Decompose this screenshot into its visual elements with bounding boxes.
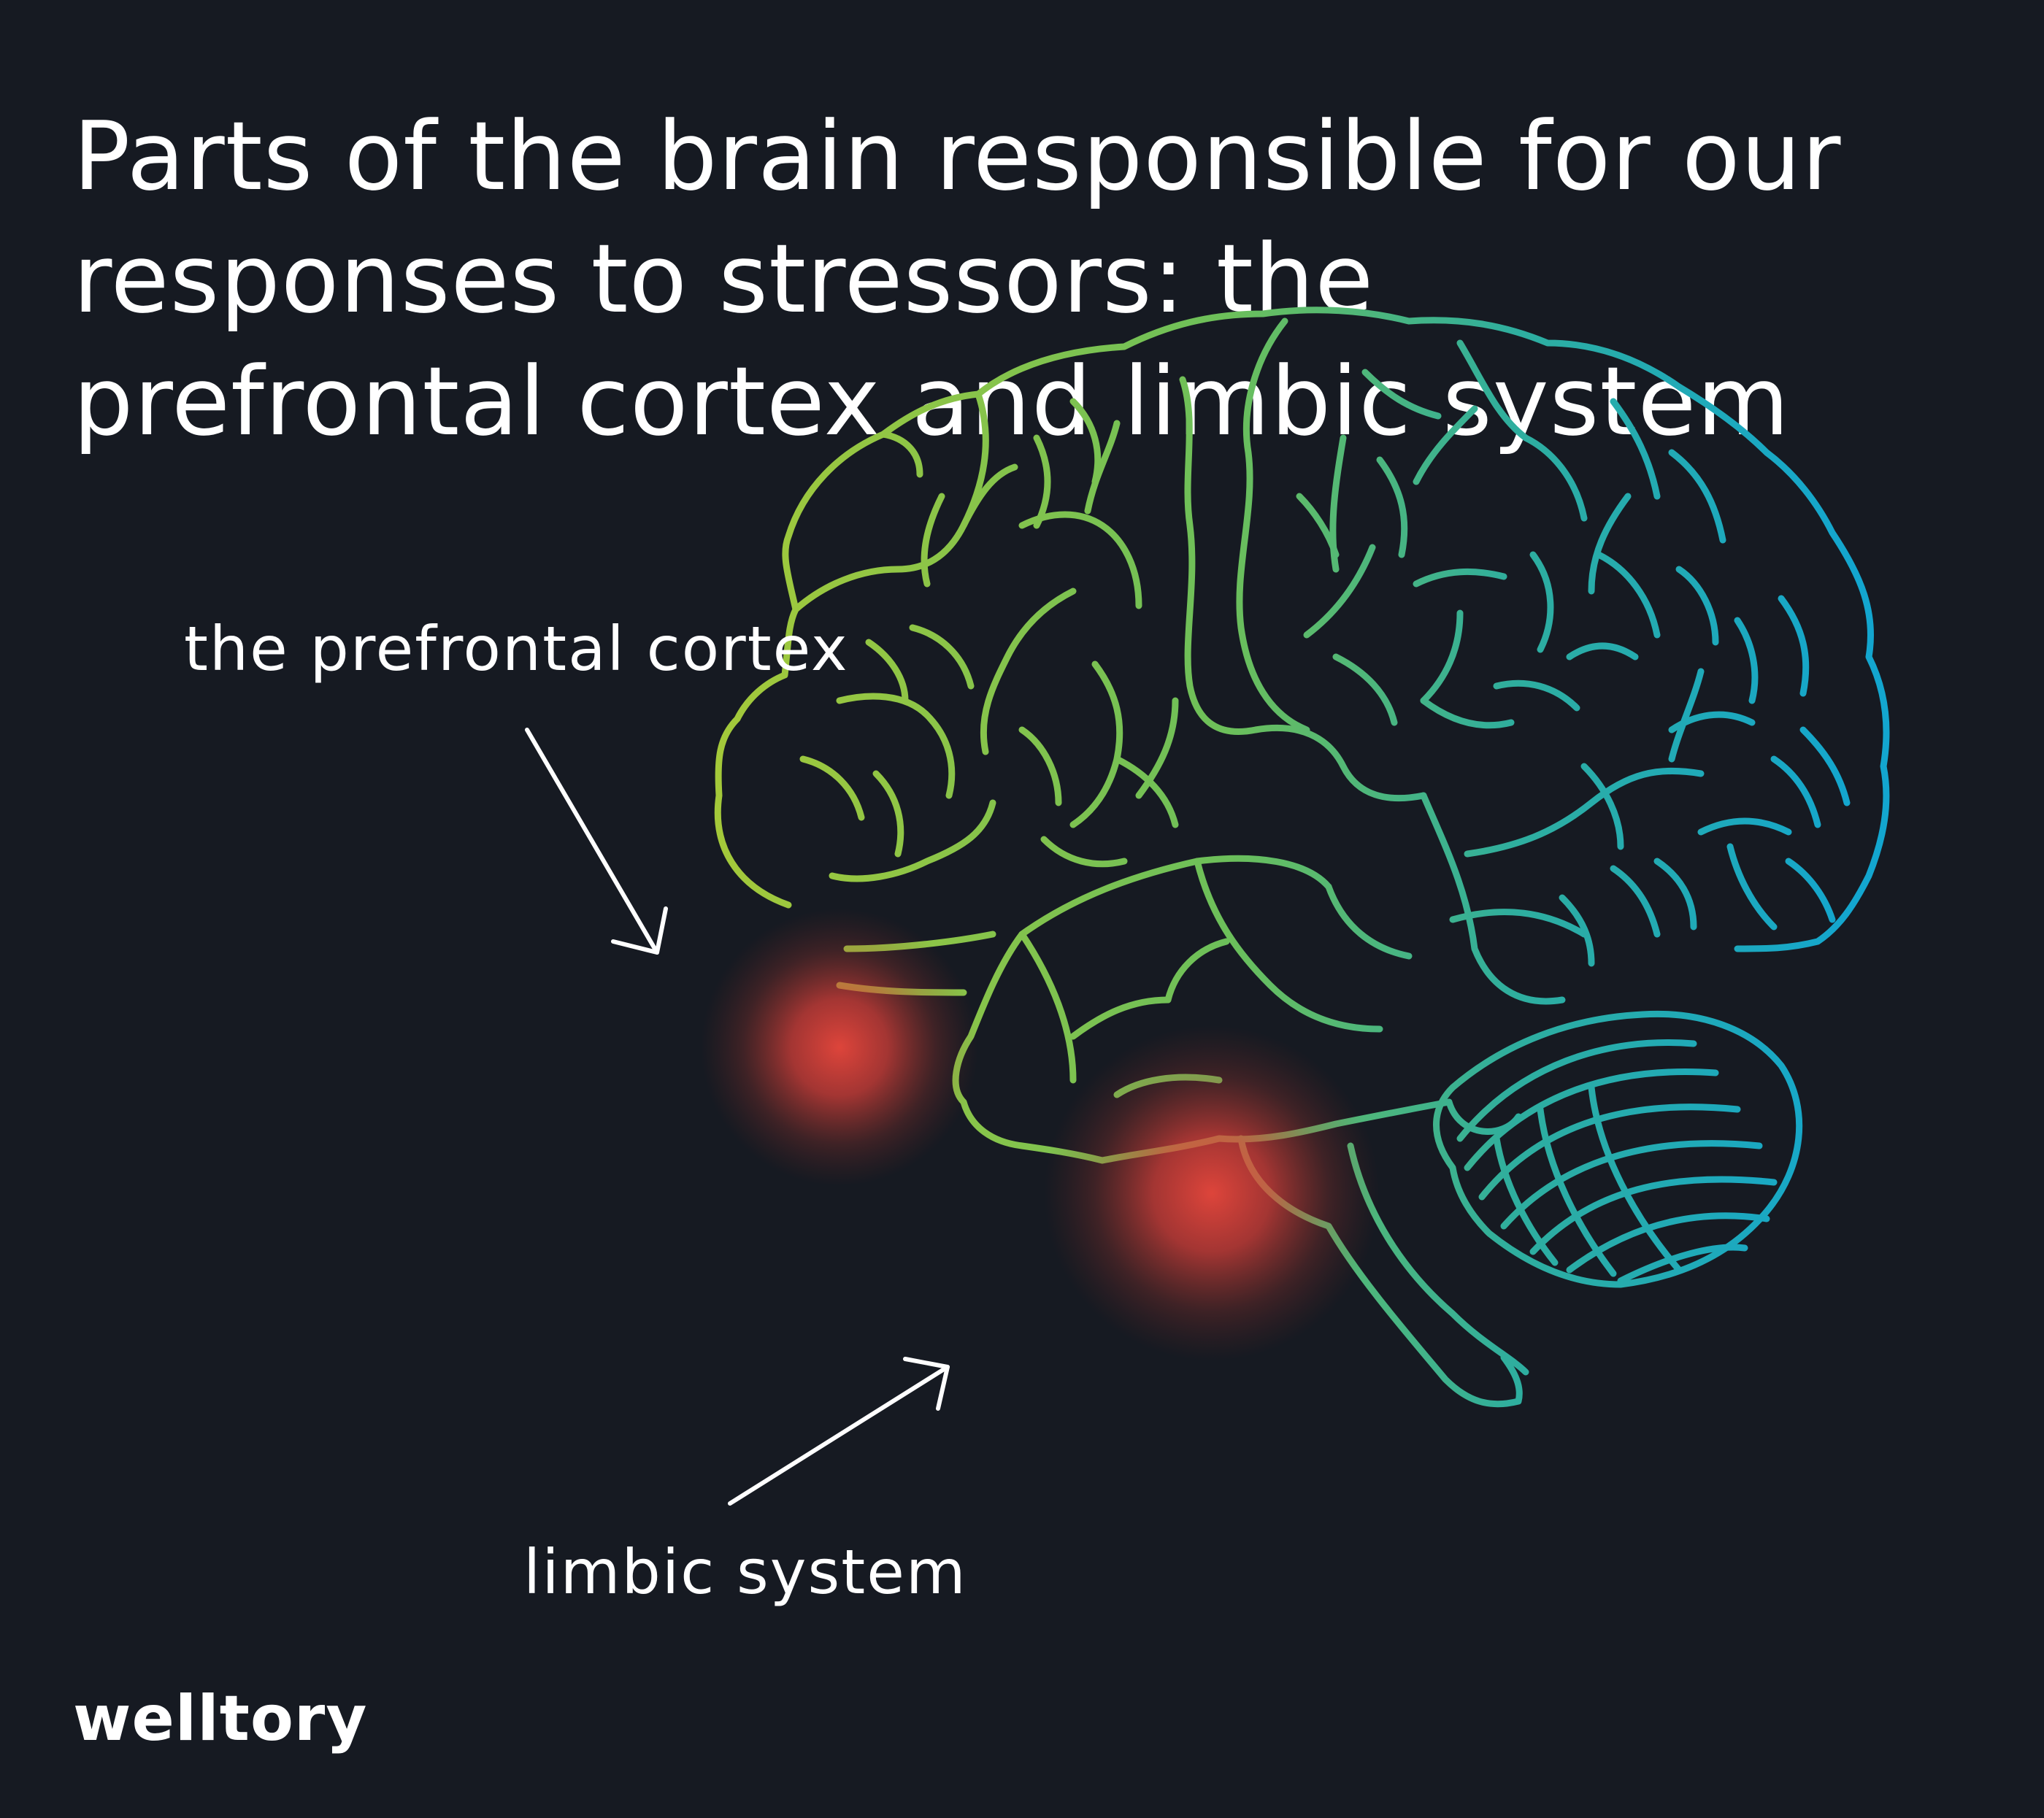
cerebellum bbox=[1433, 1010, 1803, 1288]
prefrontal-highlight bbox=[701, 909, 978, 1186]
title-line-3: prefrontal cortex and limbic system bbox=[73, 346, 1791, 457]
arrow-limbic bbox=[728, 1357, 950, 1506]
cerebrum-outline bbox=[714, 307, 1890, 952]
page-title: Parts of the brain responsible for our r… bbox=[73, 95, 1971, 463]
arrow-prefrontal bbox=[525, 728, 668, 955]
title-line-2: responses to stressors: the bbox=[73, 223, 1375, 334]
brand-logo: welltory bbox=[73, 1682, 368, 1755]
label-prefrontal-cortex: the prefrontal cortex bbox=[184, 613, 849, 685]
limbic-highlight bbox=[1044, 1025, 1380, 1361]
title-line-1: Parts of the brain responsible for our bbox=[73, 101, 1842, 212]
label-limbic-system: limbic system bbox=[523, 1536, 967, 1608]
